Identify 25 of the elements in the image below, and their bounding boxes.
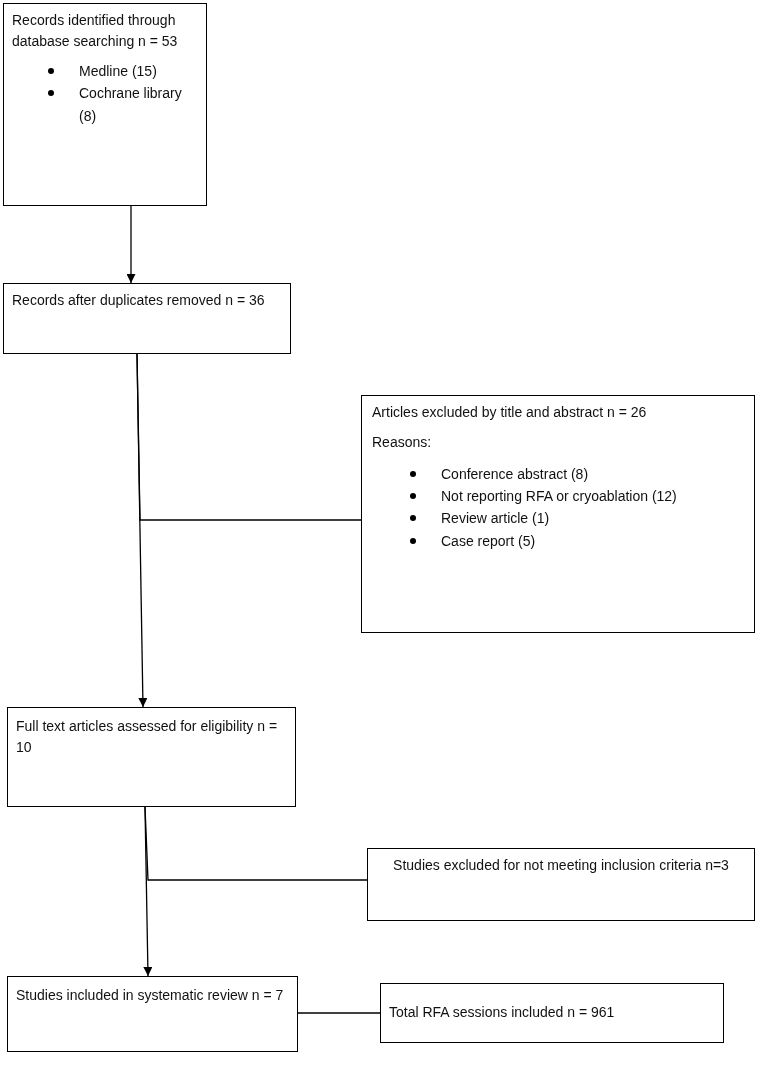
process-box [7,707,296,807]
box-text: Records after duplicates removed n = 36 [12,291,266,310]
box-text: Studies included in systematic review n = 7 [16,986,285,1005]
box-text: Full text articles assessed for eligibility n = 10 [16,717,279,757]
process-box [3,3,207,206]
bullet-item: Cochrane library (8) [12,82,198,128]
bullet-item: Case report (5) [372,529,744,553]
connector-line [297,1012,381,1014]
box-text: Studies excluded for not meeting inclusion criteria n=3 [392,856,730,875]
connector-line [144,806,368,881]
process-box [380,983,724,1043]
bullet-item: Review article (1) [372,507,744,530]
box-text: Reasons: [372,433,433,452]
bullet-item: Medline (15) [12,60,198,83]
process-box [361,395,755,633]
process-box [367,848,755,921]
box-text: Total RFA sessions included n = 961 [389,1003,616,1022]
bullet-item: Not reporting RFA or cryoablation (12) [372,485,744,508]
process-box [3,283,291,354]
connector-line [136,353,362,521]
bullet-item: Conference abstract (8) [372,462,744,485]
box-text: Articles excluded by title and abstract n = 26 [372,403,648,422]
box-text: Records identified through database searching n = 53 [12,11,179,51]
process-box [7,976,298,1052]
arrow [126,205,136,284]
